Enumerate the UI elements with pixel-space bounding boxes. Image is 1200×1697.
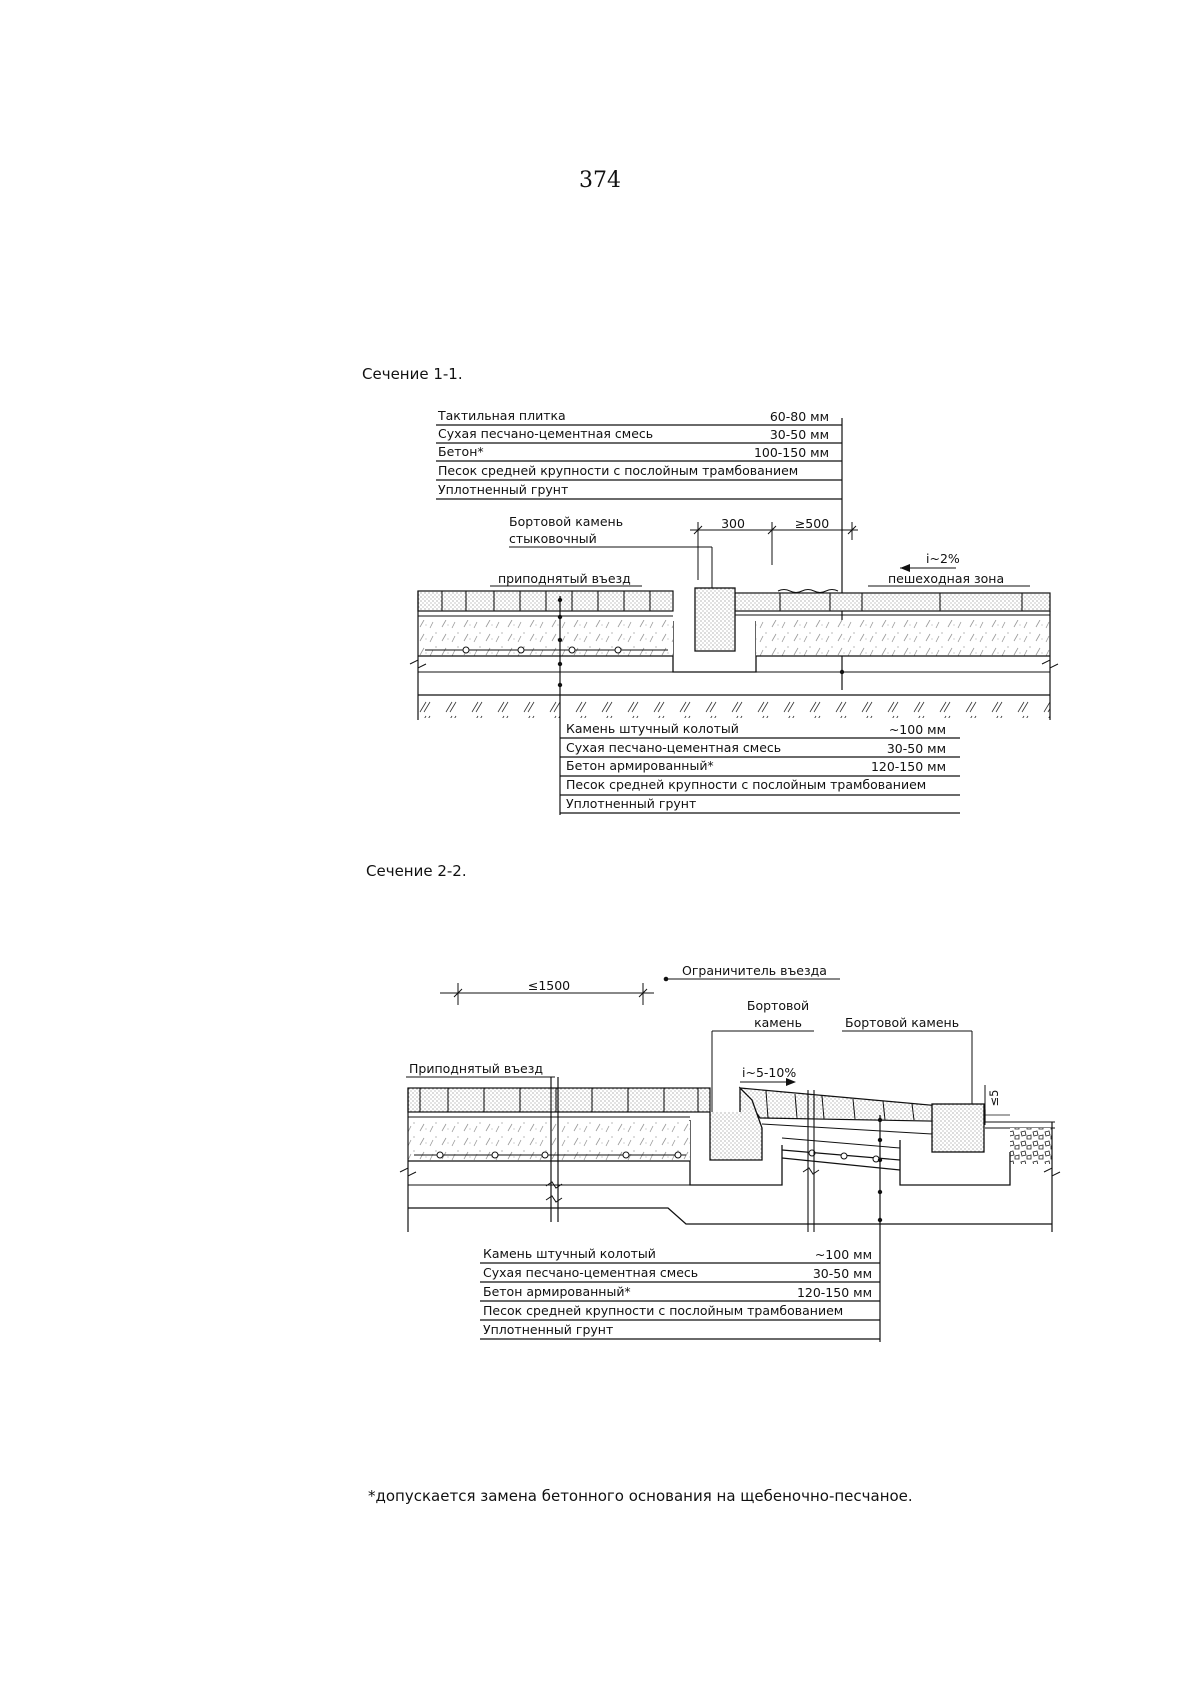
s2-bottom-layer-1-name: Камень штучный колотый	[483, 1246, 656, 1261]
s2-bottom-layer-3-value: 120-150 мм	[797, 1285, 872, 1300]
s1-top-layer-2-name: Сухая песчано-цементная смесь	[438, 426, 653, 441]
s1-top-layer-1-name: Тактильная плитка	[437, 408, 566, 423]
s1-top-layer-5-name: Уплотненный грунт	[438, 482, 568, 497]
s1-top-layer-1-value: 60-80 мм	[770, 409, 829, 424]
s2-slope-arrow-icon	[786, 1078, 796, 1086]
s1-bottom-layer-1-value: ~100 мм	[889, 722, 946, 737]
section-2-diagram: ≤1500 Ограничитель въезда Бортовой камен…	[399, 963, 1061, 1342]
s1-top-layer-3-value: 100-150 мм	[754, 445, 829, 460]
s2-curb-1-label-line2: камень	[754, 1015, 802, 1030]
s2-curb-1-label-line1: Бортовой	[747, 998, 809, 1013]
s1-top-layer-2-value: 30-50 мм	[770, 427, 829, 442]
s1-top-layer-4-name: Песок средней крупности с послойным трам…	[438, 463, 798, 478]
s2-raised-entry-label: Приподнятый въезд	[409, 1061, 543, 1076]
s1-slope-label: i~2%	[926, 551, 960, 566]
s1-curb-label-1: Бортовой камень	[509, 514, 623, 529]
s1-bottom-layer-2-value: 30-50 мм	[887, 741, 946, 756]
s1-left-zone-label: приподнятый въезд	[498, 571, 631, 586]
s1-bottom-layer-3-name: Бетон армированный*	[566, 758, 714, 773]
page-number: 374	[579, 168, 621, 193]
s2-bottom-layer-5-name: Уплотненный грунт	[483, 1322, 613, 1337]
s1-bottom-layer-3-value: 120-150 мм	[871, 759, 946, 774]
s1-curb-label-2: стыковочный	[509, 531, 597, 546]
s1-dimension-line: 300 ≥500	[690, 516, 858, 580]
s2-bottom-layer-2-value: 30-50 мм	[813, 1266, 872, 1281]
s1-bottom-layer-4-name: Песок средней крупности с послойным трам…	[566, 777, 926, 792]
s2-slope-label: i~5-10%	[742, 1065, 796, 1080]
footnote: *допускается замена бетонного основания …	[368, 1487, 913, 1505]
s2-curb-2-label: Бортовой камень	[845, 1015, 959, 1030]
s1-bottom-layer-2-name: Сухая песчано-цементная смесь	[566, 740, 781, 755]
section-1-bottom-layer-table: Камень штучный колотый ~100 мм Сухая пес…	[560, 721, 960, 814]
s2-dim-5: ≤5	[987, 1090, 1001, 1107]
s1-top-layer-3-name: Бетон*	[438, 444, 484, 459]
section-2-bottom-layer-table: Камень штучный колотый ~100 мм Сухая пес…	[480, 1246, 880, 1340]
s2-dim-1500: ≤1500	[528, 978, 570, 993]
section-1-top-layer-table: Тактильная плитка 60-80 мм Сухая песчано…	[436, 408, 845, 690]
s2-bottom-layer-1-value: ~100 мм	[815, 1247, 872, 1262]
s2-cross-section	[399, 1077, 1061, 1342]
s2-bottom-layer-2-name: Сухая песчано-цементная смесь	[483, 1265, 698, 1280]
s1-right-zone-label: пешеходная зона	[888, 571, 1004, 586]
s1-bottom-layer-1-name: Камень штучный колотый	[566, 721, 739, 736]
s1-dim-500: ≥500	[795, 516, 829, 531]
s1-dim-300: 300	[721, 516, 745, 531]
s1-bottom-layer-5-name: Уплотненный грунт	[566, 796, 696, 811]
s1-cross-section	[409, 587, 1059, 815]
s2-limiter-label: Ограничитель въезда	[682, 963, 827, 978]
section-2-title: Сечение 2-2.	[366, 862, 467, 880]
s2-bottom-layer-3-name: Бетон армированный*	[483, 1284, 631, 1299]
s2-bottom-layer-4-name: Песок средней крупности с послойным трам…	[483, 1303, 843, 1318]
section-1-title: Сечение 1-1.	[362, 365, 463, 383]
section-1-diagram: Тактильная плитка 60-80 мм Сухая песчано…	[409, 408, 1059, 815]
s2-dimension-line: ≤1500	[440, 978, 654, 1005]
s1-slope-arrow-icon	[900, 564, 910, 572]
